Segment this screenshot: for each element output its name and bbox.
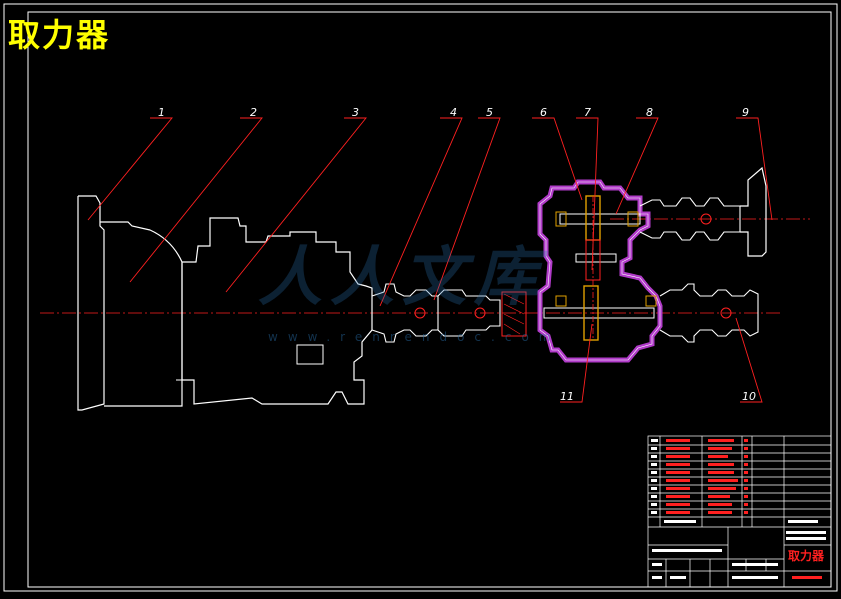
callout-9: 9	[742, 106, 749, 119]
universal-joint	[371, 283, 439, 343]
title-block	[647, 435, 832, 588]
title-block-drawing-name: 取力器	[788, 549, 825, 563]
callout-2: 2	[250, 106, 257, 119]
callout-1: 1	[158, 106, 165, 119]
bell-housing	[100, 221, 183, 407]
upper-universal-joint	[639, 197, 741, 241]
bearing-lower-right	[645, 295, 657, 307]
parts-list-entries	[666, 439, 822, 579]
idler-shaft	[575, 253, 617, 263]
lower-joint-pin	[720, 307, 732, 319]
gearbox-inspection-cover	[296, 344, 324, 365]
leader-lines	[87, 117, 773, 403]
outer-border	[3, 3, 838, 592]
input-flange	[501, 291, 527, 337]
gearbox-housing	[181, 217, 373, 405]
watermark-text: 人人文库	[258, 240, 546, 315]
upper-joint-pin	[700, 213, 712, 225]
joint-cross-pin-2	[474, 307, 486, 319]
title-block-small-text	[651, 439, 826, 579]
callout-11: 11	[560, 390, 574, 403]
main-shaft	[543, 307, 655, 319]
lower-output-joint	[659, 283, 759, 343]
callout-8: 8	[646, 106, 653, 119]
bearing-upper-left	[555, 211, 567, 227]
bearing-lower-left	[555, 295, 567, 307]
bearing-upper-right	[627, 211, 639, 227]
callout-4: 4	[450, 106, 457, 119]
callout-6: 6	[540, 106, 547, 119]
watermark-url: www.renrendoc.com	[268, 330, 561, 344]
callout-5: 5	[486, 106, 493, 119]
clutch-housing	[77, 195, 105, 411]
inner-border	[27, 11, 832, 588]
output-pulley	[740, 166, 767, 257]
propshaft-coupling	[437, 289, 501, 337]
main-gear	[583, 285, 599, 341]
joint-cross-pin	[414, 307, 426, 319]
callout-7: 7	[584, 106, 591, 119]
callout-10: 10	[742, 390, 756, 403]
drawing-title: 取力器	[8, 16, 111, 54]
callout-3: 3	[352, 106, 359, 119]
